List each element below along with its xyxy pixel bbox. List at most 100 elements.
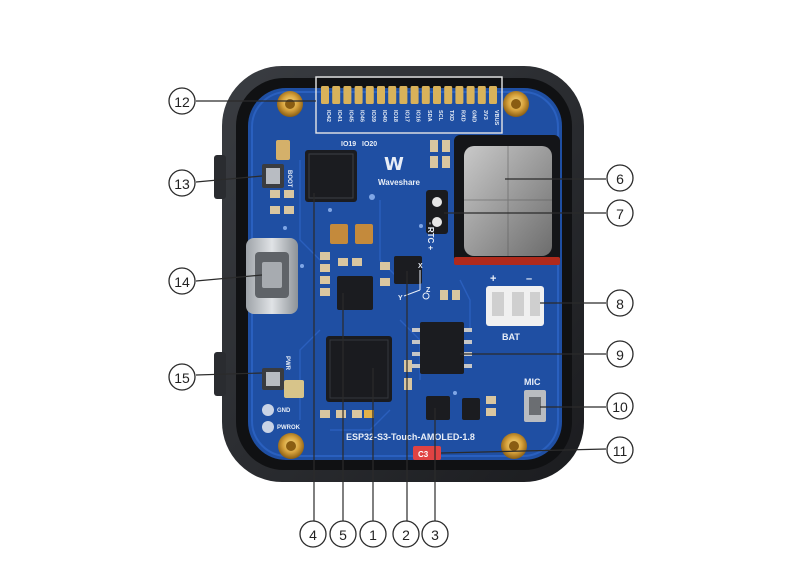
callout-circle	[359, 520, 387, 548]
callout-number: 1	[369, 527, 377, 543]
silk-chip-label: C3	[418, 450, 429, 459]
callout-8: 8	[606, 289, 634, 317]
callout-9: 9	[606, 340, 634, 368]
callout-circle	[168, 87, 196, 115]
callout-4: 4	[299, 520, 327, 548]
silk-boot: BOOT	[286, 170, 292, 188]
silk-bat-minus: –	[526, 273, 532, 285]
callout-13: 13	[168, 169, 196, 197]
header-pin-label: TXD	[448, 110, 454, 121]
brand-logo-glyph: W	[384, 154, 404, 175]
header-pin	[466, 86, 475, 104]
header-pin-label: RXD	[459, 110, 465, 122]
leader-lines	[195, 100, 607, 522]
callout-number: 5	[339, 527, 347, 543]
callout-number: 8	[616, 296, 624, 312]
callout-number: 14	[174, 274, 190, 290]
callout-number: 2	[402, 527, 410, 543]
silk-rtc: - RTC +	[426, 222, 435, 251]
header-pin-label: VBUS	[493, 110, 499, 126]
header-pin-label: IO16	[415, 110, 421, 122]
callout-7: 7	[606, 199, 634, 227]
callout-number: 3	[431, 527, 439, 543]
chip-imu	[394, 256, 422, 284]
chip-flash	[420, 322, 464, 374]
callout-number: 9	[616, 347, 624, 363]
callout-10: 10	[606, 392, 634, 420]
silk-pwr: PWR	[284, 356, 290, 371]
header-pin-label: IO42	[325, 110, 331, 122]
header-pin	[343, 86, 352, 104]
callout-circle	[168, 267, 196, 295]
callout-circle	[299, 520, 327, 548]
chip-audio	[426, 396, 450, 420]
header-pin	[365, 86, 374, 104]
pwrok-pad	[262, 421, 274, 433]
callout-6: 6	[606, 164, 634, 192]
callout-2: 2	[392, 520, 420, 548]
header-pin	[444, 86, 453, 104]
header-pin-label: IO45	[347, 110, 353, 122]
silk-io20: IO20	[362, 141, 377, 148]
silk-axis-z: Z	[426, 287, 431, 294]
callout-circle	[392, 520, 420, 548]
header-pin-label: IO40	[381, 110, 387, 122]
header-pin	[388, 86, 397, 104]
callout-15: 15	[168, 363, 196, 391]
silk-axis-x: X	[418, 263, 423, 270]
callout-circle	[606, 340, 634, 368]
gnd-pad	[262, 404, 274, 416]
callout-circle	[606, 199, 634, 227]
silk-bat-plus: +	[490, 273, 496, 285]
silk-model: ESP32-S3-Touch-AMOLED-1.8	[346, 432, 475, 442]
callout-circle	[606, 289, 634, 317]
silk-gnd: GND	[277, 408, 291, 414]
callout-12: 12	[168, 87, 196, 115]
header-pin	[399, 86, 408, 104]
callout-11: 11	[606, 436, 634, 464]
header-pin-label: IO41	[336, 110, 342, 122]
callout-number: 13	[174, 176, 190, 192]
chip-upper-qfn	[305, 150, 357, 202]
callout-number: 6	[616, 171, 624, 187]
callout-circle	[168, 363, 196, 391]
pwr-switch	[284, 380, 304, 398]
callout-number: 11	[613, 443, 628, 459]
silk-mic: MIC	[524, 377, 541, 387]
header-pin-label: IO17	[403, 110, 409, 122]
callout-number: 10	[612, 399, 628, 415]
header-pin-label: 3V3	[482, 110, 488, 120]
header-pin	[455, 86, 464, 104]
callout-circle	[606, 164, 634, 192]
passive-components	[270, 140, 496, 420]
callout-5: 5	[329, 520, 357, 548]
callout-number: 15	[174, 370, 190, 386]
callout-circle	[606, 392, 634, 420]
header-pin	[489, 86, 497, 104]
rtc-connector	[426, 190, 448, 234]
header-pin-label: IO46	[359, 110, 365, 122]
header-pin	[477, 86, 486, 104]
silk-brand: Waveshare	[378, 178, 421, 187]
callout-1: 1	[359, 520, 387, 548]
header-pin-row	[321, 86, 497, 104]
callout-number: 12	[174, 94, 190, 110]
header-pin-label: SDA	[426, 110, 432, 122]
header-pin	[332, 86, 341, 104]
pcb-vias	[283, 194, 457, 395]
silk-bat: BAT	[502, 332, 520, 342]
header-pin	[321, 86, 329, 104]
callout-number: 7	[616, 206, 624, 222]
silk-axis-y: Y	[398, 295, 403, 302]
header-pin	[433, 86, 441, 104]
callout-14: 14	[168, 267, 196, 295]
silk-pwrok: PWROK	[277, 425, 301, 431]
callout-3: 3	[421, 520, 449, 548]
header-pin-label: SCL	[437, 110, 443, 122]
led-indicator	[413, 446, 441, 460]
callout-number: 4	[309, 527, 317, 543]
